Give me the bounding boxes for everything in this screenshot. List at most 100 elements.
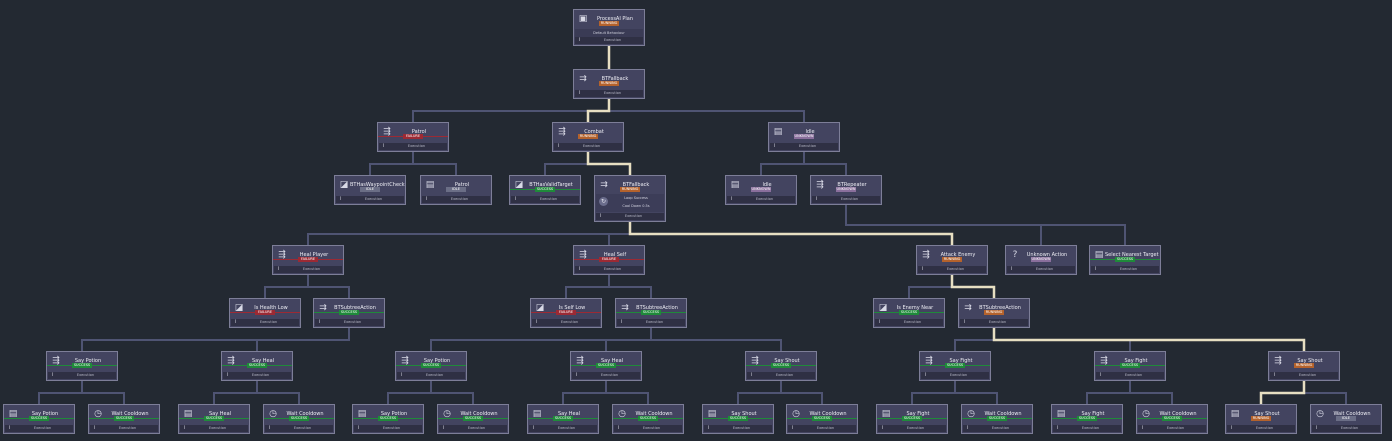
root-node[interactable]: ▣ ProcessAI Plan RUNNING Default Behavio… [573,9,645,46]
wait-icon: ◷ [269,408,277,419]
node-title: Is Self Low [558,304,586,311]
node-footer: Execution [33,426,52,430]
sequence-icon: ⇶ [401,355,409,366]
status-badge: FAILURE [599,257,619,262]
execution-icon: ⅰ [617,425,620,431]
node-title: Heal Self [603,251,627,258]
node-title: ProcessAI Plan [596,15,634,22]
node-footer: Execution [603,38,622,42]
node-title: Wait Cooldown [286,410,324,417]
execution-icon: ⅰ [51,372,54,378]
sequence-icon: ⇶ [925,355,933,366]
execution-icon: ⅰ [599,213,602,219]
wire [908,275,953,298]
node-footer: Execution [603,267,622,271]
execution-icon: ⅰ [878,319,881,325]
node-detail: Default Behaviour [575,29,643,38]
node-title: BTFallback [601,75,629,82]
decorator-loop: Loop Success [624,196,648,200]
execution-icon: ⅰ [966,425,969,431]
status-badge: SUCCESS [902,416,922,421]
node-footer: Execution [557,426,576,430]
node-title: Say Fight [906,410,930,417]
node-footer: Execution [382,426,401,430]
node-footer: Execution [1340,426,1359,430]
action-icon: ▤ [183,408,193,419]
status-badge: FAILURE [255,310,275,315]
action-icon: ▤ [425,179,435,190]
node-footer: Execution [1166,426,1185,430]
node-footer: Execution [1119,267,1138,271]
node-footer: Execution [903,320,922,324]
status-badge: RUNNING [1294,363,1314,368]
node-footer: Execution [946,267,965,271]
execution-icon: ⅰ [183,425,186,431]
node-title: Say Heal [557,410,581,417]
node-title: Combat [584,128,604,135]
condition-icon: ◪ [514,179,524,190]
wire [412,152,457,175]
wire [307,222,631,245]
status-badge: SUCCESS [463,416,483,421]
execution-icon: ⅰ [400,372,403,378]
node-footer: Execution [798,144,817,148]
wire [387,381,432,404]
execution-icon: ⅰ [557,143,560,149]
node-title: Idle [805,128,815,135]
sequence-icon: ⇶ [227,355,235,366]
execution-icon: ⅰ [535,319,538,325]
wire [369,152,414,175]
execution-icon: ⅰ [620,319,623,325]
node-footer: Execution [450,197,469,201]
node-title: Select Nearest Target [1105,251,1159,258]
execution-icon: ⅰ [575,372,578,378]
action-icon: ▤ [532,408,542,419]
execution-icon: ⅰ [1010,266,1013,272]
